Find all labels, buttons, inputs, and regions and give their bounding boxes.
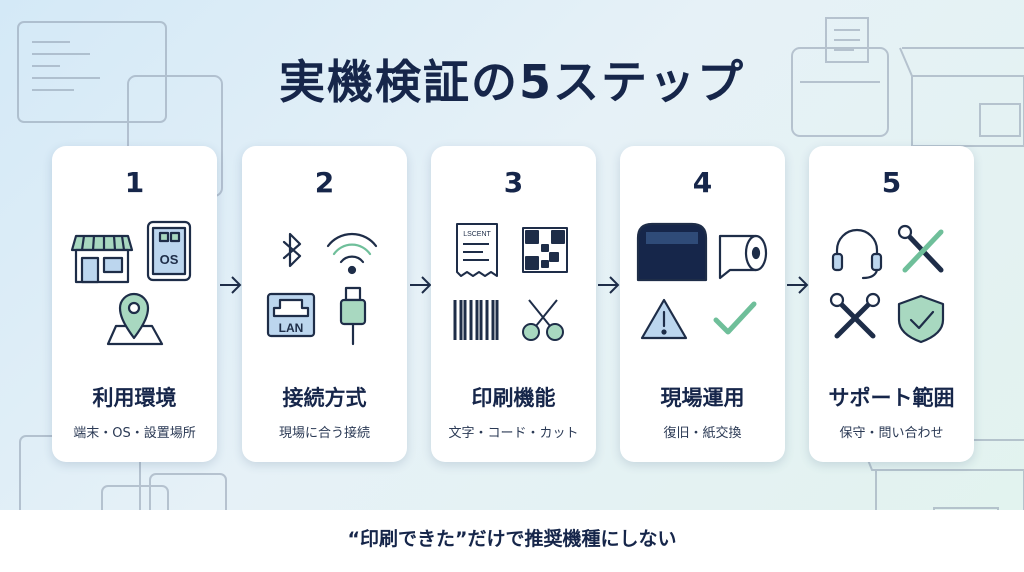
receipt-icon: [456, 223, 498, 277]
headset-icon: [831, 228, 883, 280]
receipt-label: LSCENT: [463, 231, 491, 238]
qr-code-icon: [522, 227, 568, 273]
step-3-icons: LSCENT: [453, 223, 568, 341]
storefront-icon: [70, 234, 134, 284]
step-description: 文字・コード・カット: [448, 426, 579, 441]
wrench-icon: [829, 292, 881, 339]
step-card-4: 4 現場運用 復旧・紙交換: [620, 146, 785, 462]
tools-icon: [897, 224, 944, 273]
arrow-right-icon: [220, 276, 242, 294]
location-pin-icon: [106, 292, 164, 346]
step-label: 利用環境: [92, 386, 177, 410]
page-title: 実機検証の5ステップ: [278, 55, 745, 109]
step-2-icons: LAN: [266, 232, 378, 346]
step-label: 現場運用: [660, 386, 745, 410]
bluetooth-icon: [282, 232, 302, 268]
step-card-2: 2 LAN 接続方式 現場に合う接続: [242, 146, 407, 462]
paper-roll-icon: [718, 234, 768, 280]
step-label: サポート範囲: [828, 386, 955, 410]
warning-icon: [640, 298, 688, 340]
lan-port-icon: [266, 292, 316, 338]
lan-label: LAN: [279, 321, 304, 335]
usb-icon: [339, 286, 367, 346]
step-card-1: 1 OS 利用環境 端末・OS・設置場所: [52, 146, 217, 462]
step-description: 現場に合う接続: [278, 426, 370, 441]
printer-icon: [636, 222, 708, 282]
arrow-right-icon: [787, 276, 809, 294]
tablet-os-icon: [146, 220, 192, 282]
step-4-icons: [636, 222, 768, 340]
step-card-5: 5 サポート範囲: [809, 146, 974, 462]
step-5-icons: [829, 224, 945, 344]
footer-band: [0, 510, 1024, 572]
step-number: 5: [881, 166, 902, 199]
step-number: 4: [692, 166, 713, 199]
step-1-icons: OS: [70, 220, 192, 346]
step-description: 保守・問い合わせ: [839, 426, 944, 441]
check-icon: [713, 301, 757, 335]
os-label: OS: [160, 252, 179, 267]
step-number: 2: [314, 166, 335, 199]
step-description: 復旧・紙交換: [663, 426, 742, 441]
step-label: 接続方式: [282, 386, 367, 410]
step-label: 印刷機能: [471, 386, 556, 410]
barcode-icon: [453, 300, 499, 340]
step-number: 3: [503, 166, 524, 199]
shield-check-icon: [897, 294, 945, 344]
wifi-icon: [326, 232, 378, 275]
arrow-right-icon: [410, 276, 432, 294]
step-description: 端末・OS・設置場所: [73, 426, 196, 441]
scissors-icon: [522, 299, 564, 341]
footer-message: “印刷できた”だけで推奨機種にしない: [347, 528, 677, 550]
step-number: 1: [124, 166, 145, 199]
step-card-3: 3: [431, 146, 596, 462]
arrow-right-icon: [598, 276, 620, 294]
